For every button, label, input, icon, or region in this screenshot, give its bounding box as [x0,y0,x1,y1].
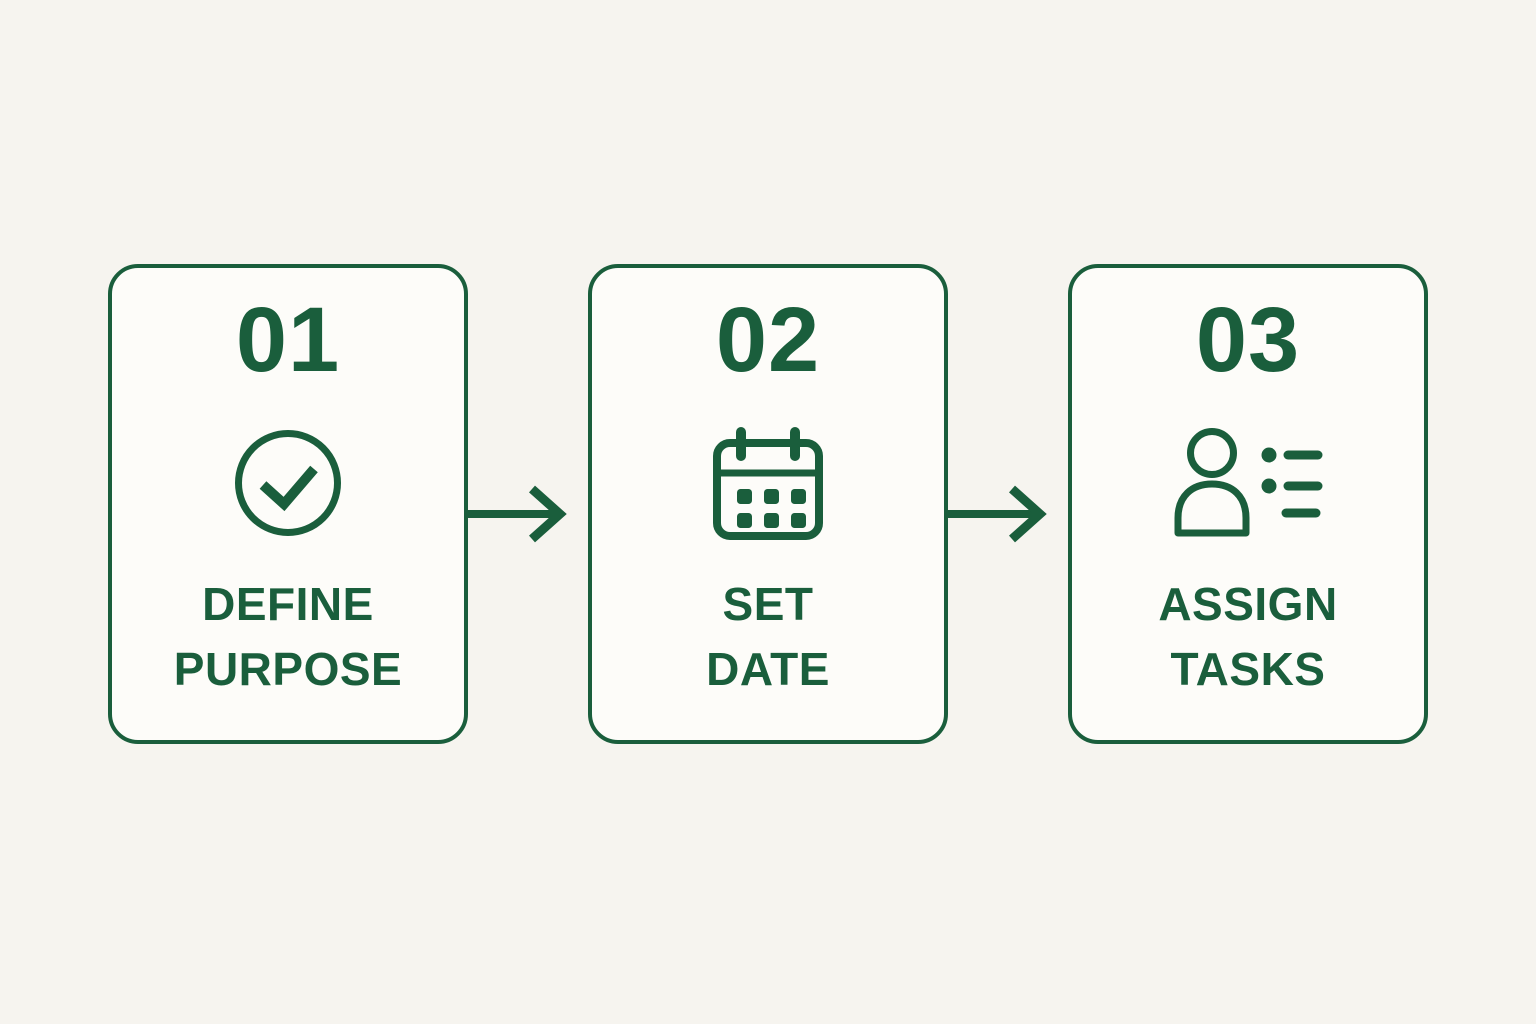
step-number: 03 [1195,289,1301,391]
step-label-line2: PURPOSE [173,642,403,695]
person-tasks-icon [1172,426,1324,540]
arrow-right-icon [948,485,1047,543]
step-label-line2: TASKS [1170,642,1326,695]
step-number: 02 [715,289,821,391]
steps-row: 01 DEFINE PURPOSE 02 [108,264,1428,744]
step-card-set-date: 02 SET DATE [588,264,948,744]
calendar-icon [712,426,824,540]
step-label-line2: DATE [706,642,830,695]
step-label-line1: SET [722,578,814,630]
step-number: 01 [235,289,341,391]
check-circle-icon [233,426,343,540]
step-card-assign-tasks: 03 ASSIGN TASKS [1068,264,1428,744]
connector-2 [948,264,1068,744]
step-card-define-purpose: 01 DEFINE PURPOSE [108,264,468,744]
step-label: DEFINE PURPOSE [174,572,402,702]
connector-1 [468,264,588,744]
step-label: SET DATE [706,572,830,702]
step-label: ASSIGN TASKS [1158,572,1337,702]
step-label-line1: ASSIGN [1158,578,1338,630]
arrow-right-icon [468,485,567,543]
step-label-line1: DEFINE [202,578,374,630]
